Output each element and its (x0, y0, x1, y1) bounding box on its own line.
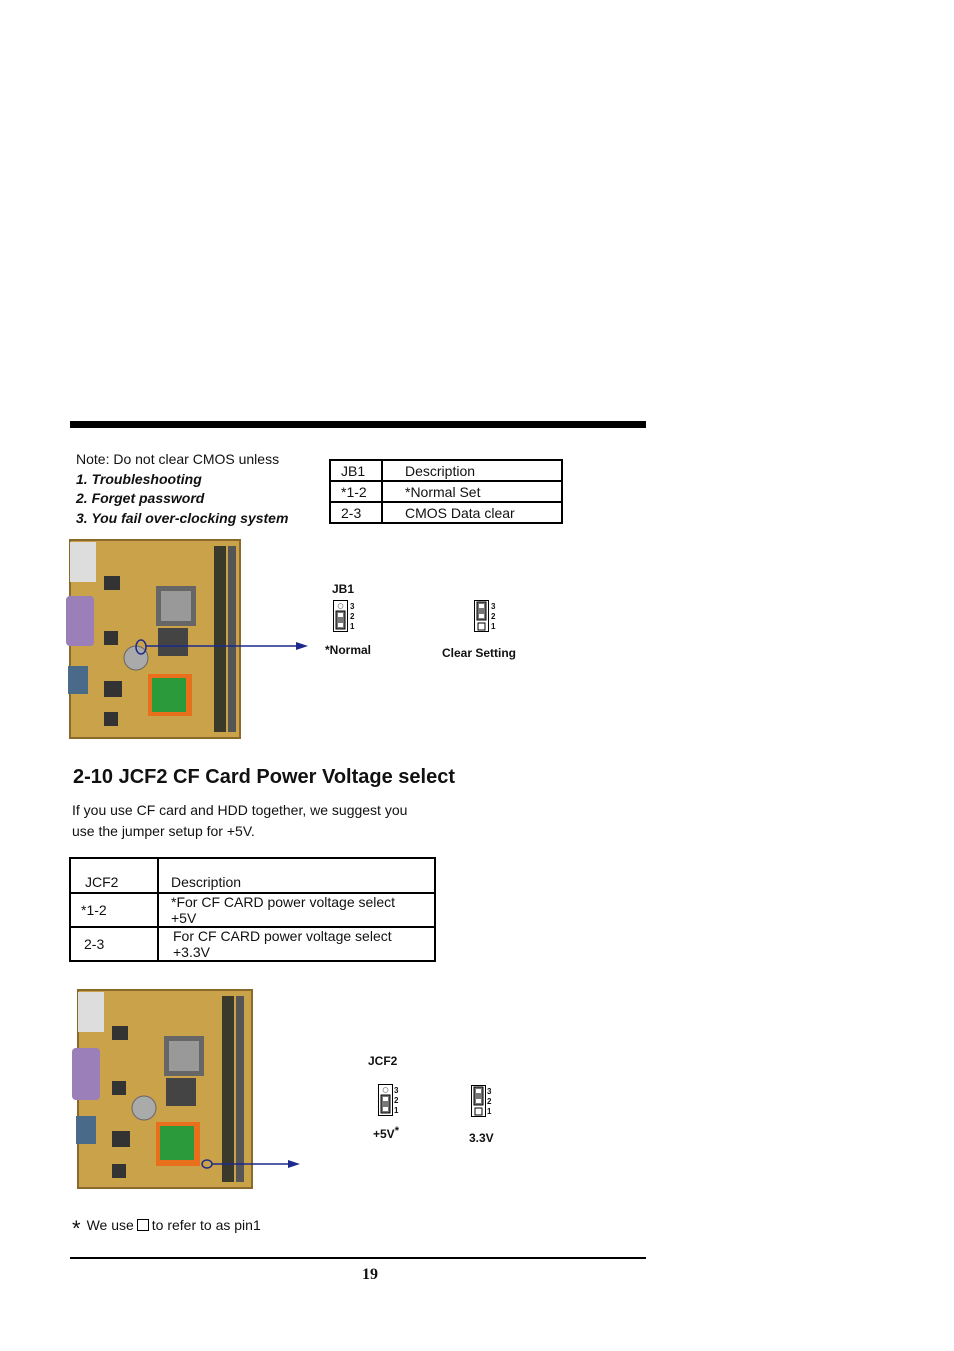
pin-number: 3 (394, 1086, 399, 1095)
normal-label-text: Normal (329, 643, 372, 657)
table-cell: 2-3 (329, 501, 383, 524)
pin-number: 2 (487, 1097, 492, 1106)
table-cell: *Normal Set (381, 480, 563, 503)
motherboard-photo (72, 989, 300, 1189)
asterisk: * (72, 1216, 81, 1241)
pin1-square-icon (136, 1219, 149, 1231)
paragraph-line: use the jumper setup for +5V. (72, 823, 255, 839)
section-title: 2-10 JCF2 CF Card Power Voltage select (73, 766, 455, 788)
normal-label: *Normal (325, 643, 371, 657)
pin-number: 1 (350, 622, 355, 631)
table-cell: *For CF CARD power voltage select +5V (157, 892, 436, 928)
table-cell: CMOS Data clear (381, 501, 563, 524)
motherboard-photo (66, 539, 308, 739)
pin-number: 1 (487, 1107, 492, 1116)
table-header: Description (157, 857, 436, 894)
bottom-rule (70, 1257, 646, 1259)
table-cell: For CF CARD power voltage select +3.3V (157, 926, 436, 962)
table-header: JB1 (329, 459, 383, 482)
jumper-3v3-label: 3.3V (469, 1131, 494, 1145)
pin-number: 2 (350, 612, 355, 621)
footnote: * We use to refer to as pin1 (72, 1216, 261, 1242)
jb1-clear-jumper-icon (474, 600, 489, 632)
jb1-table: JB1 Description *1-2 *Normal Set 2-3 CMO… (329, 459, 563, 524)
footnote-text: We use (86, 1217, 134, 1233)
jcf2-5v-jumper-icon (378, 1084, 393, 1116)
note-item: 3. You fail over-clocking system (76, 509, 289, 526)
cmos-note: Note: Do not clear CMOS unless 1. Troubl… (76, 450, 288, 528)
table-row: 2-3 CMOS Data clear (329, 501, 563, 524)
page-number: 19 (362, 1266, 378, 1283)
table-row: 2-3 For CF CARD power voltage select +3.… (69, 926, 436, 962)
jumper-5v-label: +5V* (373, 1125, 399, 1141)
footnote-text: to refer to as pin1 (151, 1217, 261, 1233)
jcf2-diagram-title: JCF2 (368, 1054, 398, 1068)
note-item: 2. Forget password (76, 490, 205, 506)
pin-number: 3 (487, 1087, 492, 1096)
table-cell: *1-2 (69, 892, 159, 928)
table-cell: *1-2 (329, 480, 383, 503)
pin-number: 3 (491, 602, 496, 611)
pin-number: 1 (394, 1106, 399, 1115)
note-intro: Note: Do not clear CMOS unless (76, 451, 280, 467)
jcf2-3v3-jumper-icon (471, 1085, 486, 1117)
section-paragraph: If you use CF card and HDD together, we … (72, 800, 452, 842)
jb1-diagram-title: JB1 (332, 582, 355, 596)
pin-number: 2 (491, 612, 496, 621)
table-row: JB1 Description (329, 459, 563, 482)
asterisk: * (325, 643, 330, 657)
table-row: *1-2 *For CF CARD power voltage select +… (69, 892, 436, 928)
pin-number: 3 (350, 602, 355, 611)
pin-number: 2 (394, 1096, 399, 1105)
table-header: JCF2 (69, 857, 159, 894)
pin-number: 1 (491, 622, 496, 631)
table-header: Description (381, 459, 563, 482)
label-5v-text: +5V (373, 1127, 395, 1141)
paragraph-line: If you use CF card and HDD together, we … (72, 802, 408, 818)
jcf2-table: JCF2 Description *1-2 *For CF CARD power… (69, 857, 436, 962)
table-row: JCF2 Description (69, 857, 436, 894)
top-rule (70, 421, 646, 428)
table-row: *1-2 *Normal Set (329, 480, 563, 503)
asterisk: * (394, 1125, 399, 1137)
jb1-normal-jumper-icon (333, 600, 348, 632)
clear-setting-label: Clear Setting (442, 646, 517, 660)
table-cell: 2-3 (69, 926, 159, 962)
note-item: 1. Troubleshooting (76, 470, 202, 487)
